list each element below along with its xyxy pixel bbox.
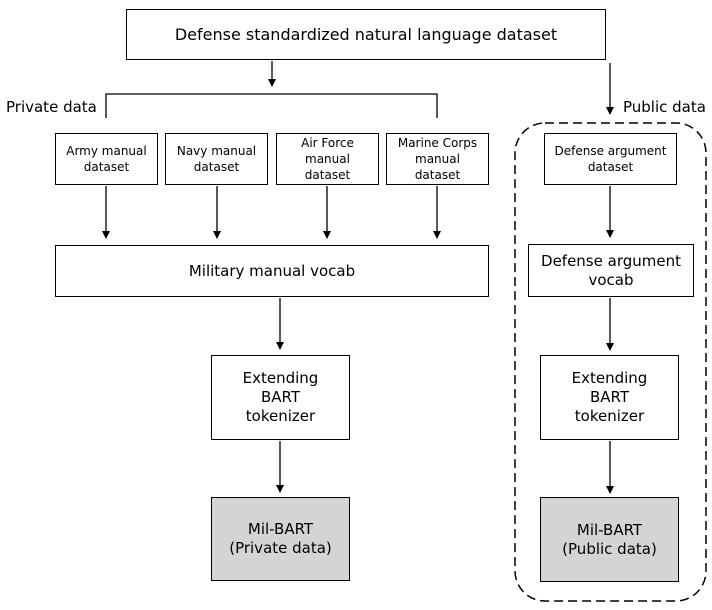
private-data-label: Private data bbox=[6, 98, 97, 116]
public-model-label: Mil-BART (Public data) bbox=[562, 520, 657, 558]
airforce-dataset-label: Air Force manual dataset bbox=[301, 136, 354, 182]
public-data-group bbox=[514, 122, 707, 602]
defense-argument-dataset-label: Defense argument dataset bbox=[554, 144, 667, 174]
private-model-label: Mil-BART (Private data) bbox=[229, 520, 332, 557]
navy-dataset-label: Navy manual dataset bbox=[176, 144, 257, 174]
airforce-dataset-box: Air Force manual dataset bbox=[276, 133, 379, 185]
military-vocab-box: Military manual vocab bbox=[55, 245, 489, 297]
defense-argument-dataset-box: Defense argument dataset bbox=[544, 133, 677, 185]
private-tokenizer-label: Extending BART tokenizer bbox=[242, 369, 319, 425]
public-model-box: Mil-BART (Public data) bbox=[540, 497, 679, 582]
top-dataset-label: Defense standardized natural language da… bbox=[174, 24, 558, 44]
private-bracket bbox=[105, 93, 438, 118]
private-tokenizer-box: Extending BART tokenizer bbox=[211, 355, 350, 440]
public-data-label: Public data bbox=[623, 98, 706, 116]
private-model-box: Mil-BART (Private data) bbox=[211, 497, 350, 581]
defense-argument-vocab-label: Defense argument vocab bbox=[541, 251, 681, 289]
navy-dataset-box: Navy manual dataset bbox=[165, 133, 268, 185]
marine-dataset-box: Marine Corps manual dataset bbox=[386, 133, 489, 185]
military-vocab-label: Military manual vocab bbox=[188, 261, 356, 280]
army-dataset-label: Army manual dataset bbox=[66, 144, 147, 174]
top-dataset-box: Defense standardized natural language da… bbox=[126, 9, 606, 60]
public-tokenizer-label: Extending BART tokenizer bbox=[571, 369, 648, 425]
marine-dataset-label: Marine Corps manual dataset bbox=[397, 136, 478, 182]
defense-argument-vocab-box: Defense argument vocab bbox=[528, 244, 694, 297]
army-dataset-box: Army manual dataset bbox=[55, 133, 158, 185]
public-tokenizer-box: Extending BART tokenizer bbox=[540, 355, 679, 440]
